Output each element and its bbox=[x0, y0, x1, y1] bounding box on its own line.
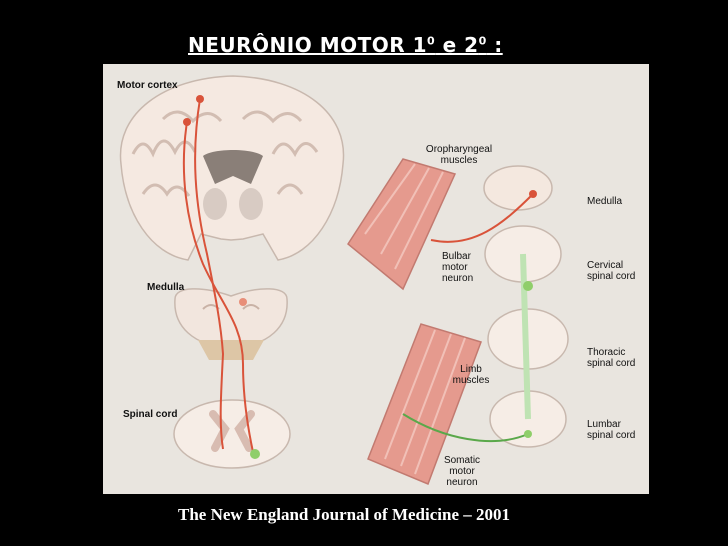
spinal-lower-neuron bbox=[250, 449, 260, 459]
medulla-synapse bbox=[239, 298, 247, 306]
source-caption: The New England Journal of Medicine – 20… bbox=[178, 505, 510, 525]
slide-title: NEURÔNIO MOTOR 10 e 20 : bbox=[188, 33, 503, 57]
spinal-cord-stack bbox=[484, 166, 568, 447]
label-motor-cortex: Motor cortex bbox=[117, 80, 178, 91]
medulla-left-section bbox=[175, 289, 287, 360]
spinal-cord-left-section bbox=[174, 400, 290, 468]
label-medulla-left: Medulla bbox=[147, 282, 184, 293]
cortex-neuron-1 bbox=[196, 95, 204, 103]
somatic-neuron-body bbox=[524, 430, 532, 438]
bulbar-neuron-body bbox=[529, 190, 537, 198]
label-medulla-right: Medulla bbox=[587, 196, 622, 207]
diagram-panel: Motor cortex Medulla Spinal cord Orophar… bbox=[103, 64, 649, 494]
oropharyngeal-muscle bbox=[348, 159, 455, 289]
motor-neuron-illustration bbox=[103, 64, 649, 494]
brain-section bbox=[120, 76, 343, 260]
cervical-neuron-body bbox=[523, 281, 533, 291]
cortex-neuron-2 bbox=[183, 118, 191, 126]
label-spinal-cord-left: Spinal cord bbox=[123, 409, 177, 420]
